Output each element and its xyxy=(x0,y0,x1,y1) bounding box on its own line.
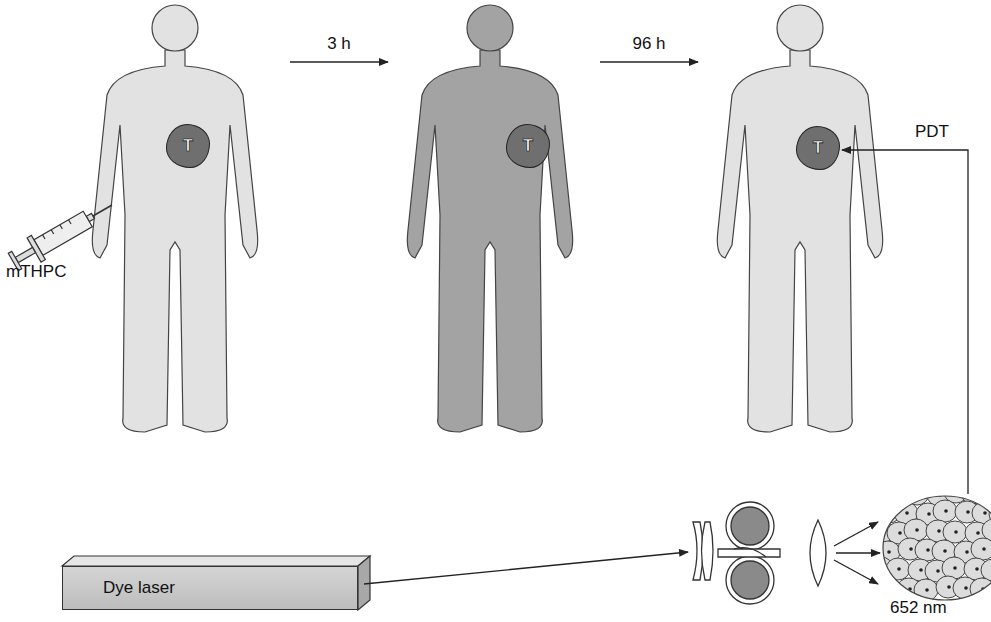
cell-nucleus xyxy=(947,585,951,589)
cell xyxy=(875,577,899,599)
cell-nucleus xyxy=(881,530,885,534)
syringe xyxy=(6,193,119,274)
cell xyxy=(886,558,910,580)
cell-nucleus xyxy=(976,531,980,535)
light-ray xyxy=(836,552,880,553)
cell-nucleus xyxy=(965,550,969,554)
cell-nucleus xyxy=(954,530,958,534)
tumor: T xyxy=(506,124,550,168)
cell-nucleus xyxy=(966,510,970,514)
cell xyxy=(866,481,890,503)
cell-nucleus xyxy=(936,569,940,573)
cell-nucleus xyxy=(909,547,913,551)
cell-nucleus xyxy=(898,531,902,535)
cell-nucleus xyxy=(975,567,979,571)
cell-nucleus xyxy=(916,492,920,496)
time-arrow xyxy=(600,61,698,62)
tumor: T xyxy=(796,126,840,170)
tumor-label: T xyxy=(523,136,533,156)
device-label: Dye laser xyxy=(103,578,175,598)
cell-cluster-outline xyxy=(883,496,991,600)
cell-nucleus xyxy=(943,549,947,553)
tumor-cells xyxy=(866,481,991,601)
cell-nucleus xyxy=(982,547,986,551)
cell xyxy=(933,500,957,522)
human-figure xyxy=(717,5,882,432)
cell-nucleus xyxy=(897,567,901,571)
cell-nucleus xyxy=(877,490,881,494)
cell-nucleus xyxy=(953,566,957,570)
cell-nucleus xyxy=(937,529,941,533)
cell xyxy=(983,483,991,505)
cell-nucleus xyxy=(880,566,884,570)
drug-name: mTHPC xyxy=(6,262,66,282)
cell xyxy=(888,482,912,504)
cell-nucleus xyxy=(888,510,892,514)
tumor-label: T xyxy=(813,138,823,158)
tumor: T xyxy=(166,124,210,168)
fiber-coupler xyxy=(693,502,826,604)
cell-nucleus xyxy=(964,586,968,590)
cell-nucleus xyxy=(887,550,891,554)
time-label: 3 h xyxy=(327,34,351,54)
wavelength-label: 652 nm xyxy=(890,598,947,618)
cell-nucleus xyxy=(944,509,948,513)
cell-nucleus xyxy=(955,490,959,494)
time-arrow xyxy=(290,61,388,62)
cell-nucleus xyxy=(926,548,930,552)
cell xyxy=(971,538,991,560)
cell-nucleus xyxy=(899,491,903,495)
time-label: 96 h xyxy=(632,34,665,54)
light-ray xyxy=(834,522,878,546)
cell-nucleus xyxy=(915,528,919,532)
cell-nucleus xyxy=(905,511,909,515)
cell-nucleus xyxy=(927,512,931,516)
cell xyxy=(943,521,967,543)
dye-laser-box: Dye laser xyxy=(62,566,358,610)
pdt-arrow xyxy=(842,150,968,494)
laser-beam xyxy=(364,552,688,584)
procedure-label: PDT xyxy=(915,122,949,142)
laser-top xyxy=(62,556,370,566)
tumor-label: T xyxy=(183,136,193,156)
cell-nucleus xyxy=(983,511,987,515)
cell-nucleus xyxy=(919,568,923,572)
cell-nucleus xyxy=(886,586,890,590)
human-figure xyxy=(407,5,572,432)
light-ray xyxy=(834,560,878,584)
cell-nucleus xyxy=(925,588,929,592)
human-figure xyxy=(92,5,257,432)
cell xyxy=(970,578,991,600)
cell-nucleus xyxy=(972,491,976,495)
